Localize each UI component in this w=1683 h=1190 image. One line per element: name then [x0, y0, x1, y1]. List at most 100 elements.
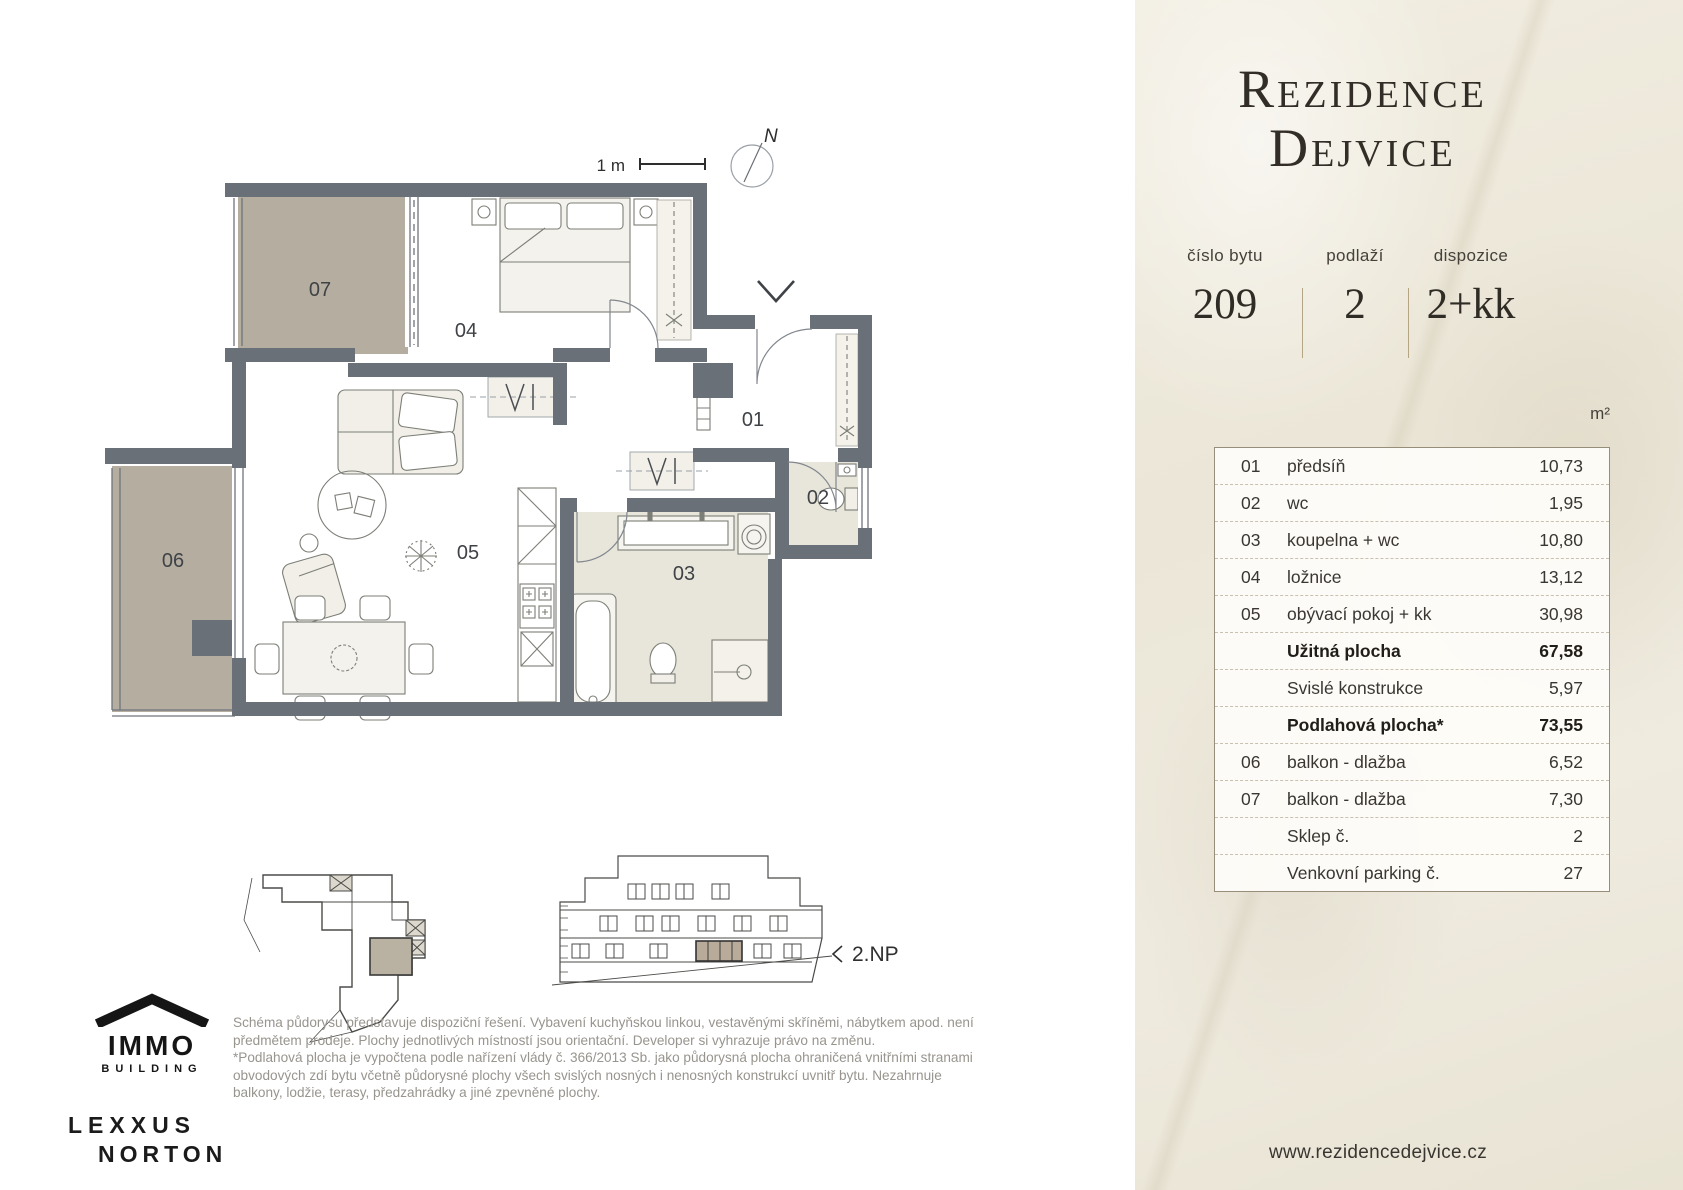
sofa	[337, 389, 464, 475]
room-label-02: 02	[807, 487, 829, 509]
disclaimer-line: balkony, lodžie, terasy, předzahrádky a …	[233, 1085, 601, 1101]
row-number: 05	[1241, 603, 1261, 624]
row-value: 67,58	[1539, 640, 1583, 661]
immo-logo-subtext: BUILDING	[101, 1063, 203, 1075]
area-table-body: 01 předsíň 10,73 02 wc 1,95 03 koupelna …	[1215, 448, 1609, 891]
bed	[471, 197, 659, 313]
balcony-07-floor	[238, 196, 408, 354]
row-label: ložnice	[1287, 566, 1342, 587]
site-highlight-unit	[369, 937, 413, 976]
hall-wardrobe	[835, 333, 859, 447]
info-apartment-number: číslo bytu 209	[1148, 246, 1302, 329]
info-value: 209	[1192, 281, 1258, 328]
immo-roof-icon	[94, 993, 210, 1029]
row-value: 5,97	[1548, 677, 1583, 698]
room-labels: 07 04 01 02 03 05 06	[162, 279, 829, 585]
elevation-highlight-unit	[695, 940, 743, 962]
row-value: 10,73	[1539, 455, 1583, 476]
area-unit-header: m²	[1590, 404, 1610, 423]
floor-plan-svg: 07 04 01 02 03 05 06 1 m N	[105, 126, 899, 1043]
row-label: wc	[1287, 492, 1309, 513]
table-row: Podlahová plocha* 73,55	[1215, 707, 1609, 744]
immo-building-logo: IMMO BUILDING	[84, 993, 220, 1075]
project-title: Rezidence Dejvice	[1135, 60, 1590, 178]
lexxus-norton-logo: LEXXUS NORTON	[68, 1112, 258, 1168]
row-value: 27	[1563, 862, 1583, 883]
row-number: 04	[1241, 566, 1261, 587]
row-label: Podlahová plocha*	[1287, 714, 1444, 735]
table-row: Sklep č. 2	[1215, 818, 1609, 855]
scale-bar: 1 m	[597, 156, 706, 175]
site-core-hatch	[329, 874, 426, 956]
row-number: 01	[1241, 455, 1261, 476]
lexxus-logo-line1: LEXXUS	[68, 1112, 197, 1138]
table-row: 01 předsíň 10,73	[1215, 448, 1609, 485]
floor-lamp	[299, 533, 319, 553]
room-label-01: 01	[742, 409, 764, 431]
row-label: Sklep č.	[1287, 825, 1350, 846]
info-label: číslo bytu	[1187, 246, 1263, 265]
website-url: www.rezidencedejvice.cz	[1268, 1142, 1488, 1163]
area-table: 01 předsíň 10,73 02 wc 1,95 03 koupelna …	[1214, 447, 1610, 892]
info-value: 2	[1344, 281, 1366, 328]
row-label: balkon - dlažba	[1287, 788, 1406, 809]
wardrobe-symbols	[470, 376, 708, 491]
site-plan-mini	[243, 874, 426, 1043]
table-row: 03 koupelna + wc 10,80	[1215, 522, 1609, 559]
dining-table	[254, 595, 434, 721]
table-row: 02 wc 1,95	[1215, 485, 1609, 522]
entrance-arrow-icon	[757, 280, 795, 303]
door-swings	[576, 299, 837, 563]
table-row: Svislé konstrukce 5,97	[1215, 670, 1609, 707]
room-label-04: 04	[455, 320, 477, 342]
room-label-03: 03	[673, 563, 695, 585]
balcony-06-floor	[112, 466, 235, 712]
row-label: předsíň	[1287, 455, 1346, 476]
scale-label: 1 m	[597, 156, 625, 175]
elevation-mini: 2.NP	[551, 855, 899, 986]
immo-logo-text: IMMO	[107, 1030, 197, 1061]
project-title-line2: Dejvice	[1269, 118, 1456, 178]
table-row: 06 balkon - dlažba 6,52	[1215, 744, 1609, 781]
walls	[105, 183, 872, 716]
stove	[519, 583, 555, 629]
info-label: dispozice	[1433, 246, 1509, 265]
row-value: 30,98	[1539, 603, 1583, 624]
table-row: 07 balkon - dlažba 7,30	[1215, 781, 1609, 818]
bath-vanity	[617, 511, 735, 551]
info-floor: podlaží 2	[1302, 246, 1408, 329]
info-layout: dispozice 2+kk	[1408, 246, 1534, 329]
row-number: 02	[1241, 492, 1261, 513]
disclaimer: Schéma půdorysu představuje dispoziční ř…	[233, 1014, 1045, 1102]
row-label: koupelna + wc	[1287, 529, 1400, 550]
bathtub	[569, 593, 617, 711]
row-value: 13,12	[1539, 566, 1583, 587]
kitchen-counter	[517, 487, 557, 703]
bath-shelf	[711, 639, 769, 703]
project-title-line1: Rezidence	[1238, 59, 1487, 119]
row-number: 03	[1241, 529, 1261, 550]
row-value: 6,52	[1548, 751, 1583, 772]
coffee-table	[317, 470, 387, 540]
wc-sink	[837, 463, 857, 477]
room-label-06: 06	[162, 550, 184, 572]
north-arrow-icon: N	[730, 126, 778, 188]
row-label: balkon - dlažba	[1287, 751, 1406, 772]
room-label-05: 05	[457, 542, 479, 564]
info-divider	[1302, 288, 1303, 358]
kitchen-sink	[520, 631, 554, 667]
table-row: Užitná plocha 67,58	[1215, 633, 1609, 670]
table-row: Venkovní parking č. 27	[1215, 855, 1609, 891]
info-value: 2+kk	[1426, 281, 1516, 328]
level-pointer: 2.NP	[831, 943, 899, 966]
room-label-07: 07	[309, 279, 331, 301]
level-label: 2.NP	[852, 943, 899, 966]
row-value: 1,95	[1548, 492, 1583, 513]
disclaimer-line: Schéma půdorysu představuje dispoziční ř…	[233, 1015, 974, 1030]
row-value: 7,30	[1548, 788, 1583, 809]
row-value: 2	[1573, 825, 1583, 846]
lexxus-logo-line2: NORTON	[98, 1141, 228, 1167]
apartment-info-row: číslo bytu 209 podlaží 2 dispozice 2+kk	[1148, 246, 1534, 329]
disclaimer-line: předmětem prodeje. Plochy jednotlivých m…	[233, 1032, 876, 1048]
